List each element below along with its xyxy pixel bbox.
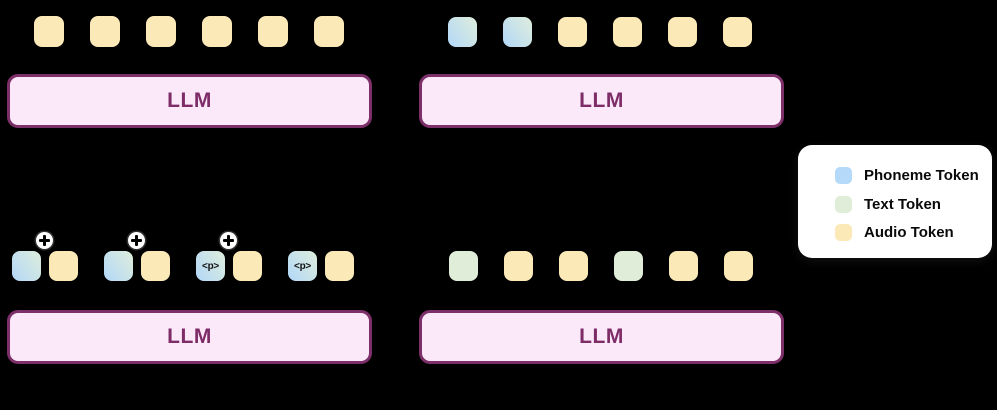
token-row <box>34 16 344 47</box>
audio-token <box>233 251 262 281</box>
audio-token <box>559 251 588 281</box>
token-pair <box>104 232 170 281</box>
phoneme-text-blend-token <box>448 17 477 47</box>
plus-icon <box>36 232 53 249</box>
audio-token <box>668 17 697 47</box>
audio-token <box>34 16 64 47</box>
text-token <box>449 251 478 281</box>
audio-token <box>558 17 587 47</box>
legend-label: Text Token <box>864 195 941 213</box>
audio-token <box>141 251 170 281</box>
audio-token <box>723 17 752 47</box>
llm-box: LLM <box>7 74 372 128</box>
phoneme-text-blend-token <box>503 17 532 47</box>
audio-token <box>613 17 642 47</box>
audio-token <box>724 251 753 281</box>
audio-token <box>258 16 288 47</box>
llm-label: LLM <box>579 89 624 112</box>
llm-box: LLM <box>419 310 784 364</box>
panel-top-right: LLM <box>419 0 784 135</box>
audio-token-swatch <box>835 224 852 241</box>
legend: Phoneme Token Text Token Audio Token <box>798 145 992 258</box>
audio-token <box>504 251 533 281</box>
token-pair: <p> <box>288 232 354 281</box>
audio-token <box>325 251 354 281</box>
audio-token <box>314 16 344 47</box>
panel-top-left: LLM <box>7 0 372 135</box>
phoneme-text-blend-token <box>12 251 41 281</box>
llm-box: LLM <box>419 74 784 128</box>
token-pair-row: <p> <p> <box>12 232 354 281</box>
audio-token <box>49 251 78 281</box>
token-row <box>448 17 752 47</box>
token-pair <box>12 232 78 281</box>
phoneme-text-blend-token: <p> <box>196 251 225 281</box>
audio-token <box>669 251 698 281</box>
panel-bottom-right: LLM <box>419 230 784 370</box>
phoneme-text-blend-token: <p> <box>288 251 317 281</box>
audio-token <box>90 16 120 47</box>
phoneme-token-swatch <box>835 167 852 184</box>
token-pair: <p> <box>196 232 262 281</box>
llm-label: LLM <box>167 89 212 112</box>
llm-label: LLM <box>167 325 212 348</box>
audio-token <box>146 16 176 47</box>
legend-label: Phoneme Token <box>864 167 979 184</box>
panel-bottom-left: <p> <p> LLM <box>7 230 372 370</box>
text-token <box>614 251 643 281</box>
plus-icon <box>220 232 237 249</box>
token-row <box>449 251 753 281</box>
plus-icon <box>128 232 145 249</box>
legend-item-audio: Audio Token <box>835 224 992 241</box>
legend-item-phoneme: Phoneme Token <box>835 167 992 184</box>
phoneme-text-blend-token <box>104 251 133 281</box>
legend-label: Audio Token <box>864 224 954 241</box>
llm-label: LLM <box>579 325 624 348</box>
audio-token <box>202 16 232 47</box>
llm-box: LLM <box>7 310 372 364</box>
legend-item-text: Text Token <box>835 195 992 213</box>
text-token-swatch <box>835 195 852 213</box>
